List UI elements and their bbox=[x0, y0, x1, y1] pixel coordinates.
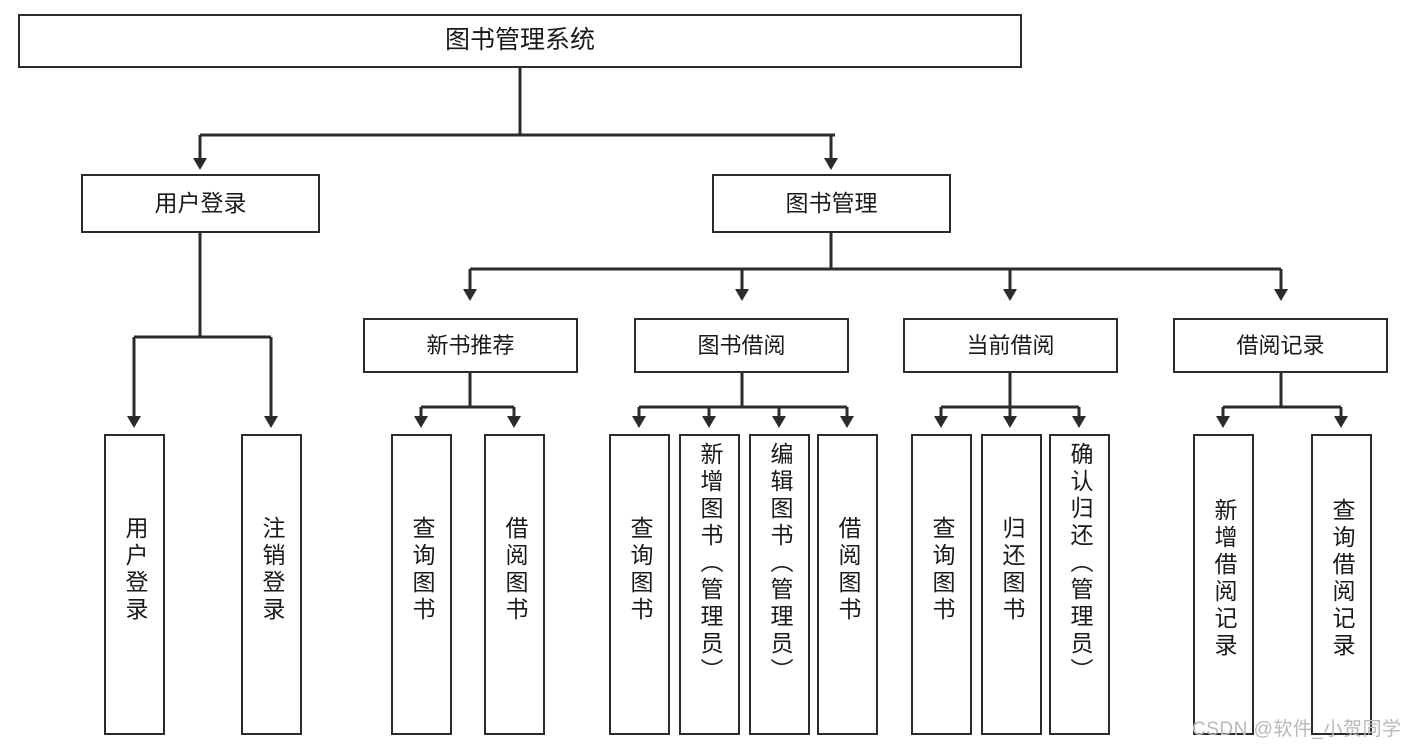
leaf-logout-login[interactable]: 注销登录 bbox=[241, 434, 302, 735]
leaf-user-login-label: 用户登录 bbox=[122, 516, 148, 624]
leaf-recommend-query-book-label: 查询图书 bbox=[409, 516, 435, 624]
node-book-management[interactable]: 图书管理 bbox=[712, 174, 951, 233]
leaf-borrow-book[interactable]: 借阅图书 bbox=[817, 434, 878, 735]
node-borrow-record[interactable]: 借阅记录 bbox=[1173, 318, 1388, 373]
node-current-borrow-label: 当前借阅 bbox=[966, 332, 1055, 358]
leaf-recommend-borrow-book[interactable]: 借阅图书 bbox=[484, 434, 545, 735]
leaf-add-book-admin-label: 新增图书（管理员） bbox=[697, 442, 723, 685]
leaf-borrow-query-book[interactable]: 查询图书 bbox=[609, 434, 670, 735]
node-root[interactable]: 图书管理系统 bbox=[18, 14, 1022, 68]
leaf-query-borrow-record[interactable]: 查询借阅记录 bbox=[1311, 434, 1372, 735]
leaf-return-book[interactable]: 归还图书 bbox=[981, 434, 1042, 735]
leaf-confirm-return-admin[interactable]: 确认归还（管理员） bbox=[1049, 434, 1110, 735]
leaf-recommend-borrow-book-label: 借阅图书 bbox=[502, 516, 528, 624]
leaf-edit-book-admin-label: 编辑图书（管理员） bbox=[767, 442, 793, 685]
leaf-user-login[interactable]: 用户登录 bbox=[104, 434, 165, 735]
watermark: CSDN @软件_小贺同学 bbox=[1192, 719, 1402, 740]
node-book-management-label: 图书管理 bbox=[785, 189, 878, 216]
leaf-return-book-label: 归还图书 bbox=[999, 516, 1025, 624]
leaf-current-query-book-label: 查询图书 bbox=[929, 516, 955, 624]
leaf-current-query-book[interactable]: 查询图书 bbox=[911, 434, 972, 735]
node-current-borrow[interactable]: 当前借阅 bbox=[903, 318, 1118, 373]
node-root-label: 图书管理系统 bbox=[444, 26, 595, 55]
leaf-borrow-book-label: 借阅图书 bbox=[835, 516, 861, 624]
node-book-borrow-label: 图书借阅 bbox=[697, 332, 786, 358]
leaf-confirm-return-admin-label: 确认归还（管理员） bbox=[1067, 442, 1093, 685]
node-new-book-recommend-label: 新书推荐 bbox=[426, 332, 515, 358]
leaf-add-borrow-record[interactable]: 新增借阅记录 bbox=[1193, 434, 1254, 735]
leaf-add-book-admin[interactable]: 新增图书（管理员） bbox=[679, 434, 740, 735]
node-user-login[interactable]: 用户登录 bbox=[81, 174, 320, 233]
node-new-book-recommend[interactable]: 新书推荐 bbox=[363, 318, 578, 373]
leaf-logout-login-label: 注销登录 bbox=[259, 516, 285, 624]
node-book-borrow[interactable]: 图书借阅 bbox=[634, 318, 849, 373]
leaf-recommend-query-book[interactable]: 查询图书 bbox=[391, 434, 452, 735]
node-user-login-label: 用户登录 bbox=[154, 189, 247, 216]
node-borrow-record-label: 借阅记录 bbox=[1236, 332, 1325, 358]
leaf-query-borrow-record-label: 查询借阅记录 bbox=[1329, 498, 1355, 660]
leaf-add-borrow-record-label: 新增借阅记录 bbox=[1211, 498, 1237, 660]
leaf-borrow-query-book-label: 查询图书 bbox=[627, 516, 653, 624]
leaf-edit-book-admin[interactable]: 编辑图书（管理员） bbox=[749, 434, 810, 735]
